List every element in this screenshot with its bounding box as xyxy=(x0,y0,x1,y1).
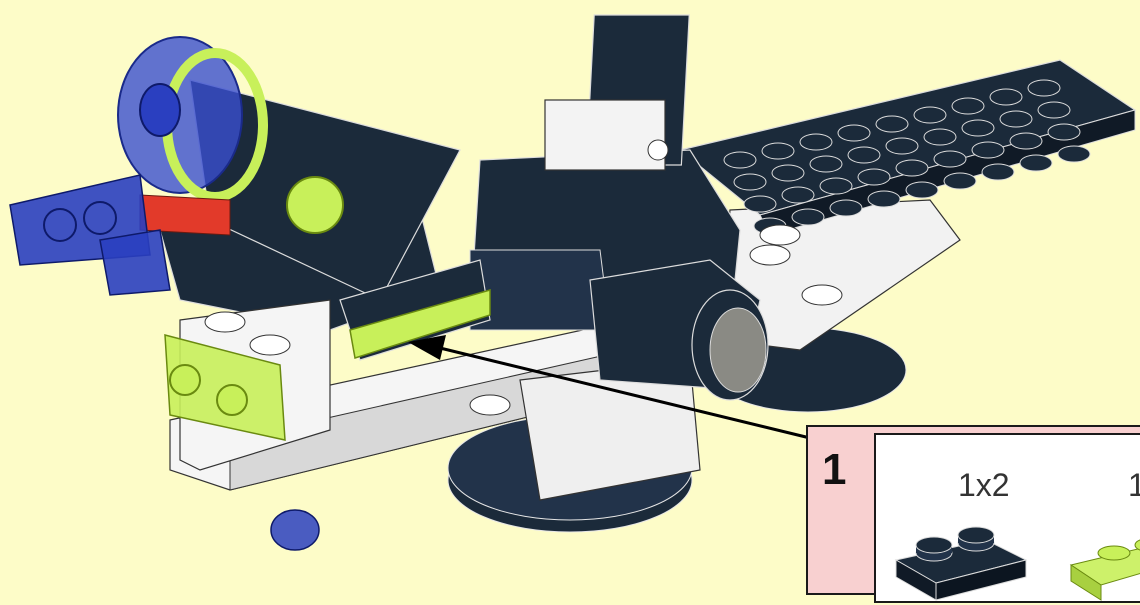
stud xyxy=(820,178,852,194)
stud xyxy=(944,173,976,189)
instruction-page: 1 1x2 1 xyxy=(0,0,1140,587)
stud xyxy=(838,125,870,141)
stud xyxy=(990,89,1022,105)
stud xyxy=(1028,80,1060,96)
stud xyxy=(1048,124,1080,140)
stud xyxy=(810,156,842,172)
stud xyxy=(934,151,966,167)
stud xyxy=(1020,155,1052,171)
step-number: 1 xyxy=(822,445,846,495)
stud xyxy=(1000,111,1032,127)
stud xyxy=(972,142,1004,158)
stud xyxy=(876,116,908,132)
stud xyxy=(1058,146,1090,162)
lime-brick-stack xyxy=(165,300,330,550)
stud xyxy=(724,152,756,168)
stud xyxy=(782,187,814,203)
step-panel: 1 1x2 1 xyxy=(806,425,1140,595)
dark-plate-1x2-icon xyxy=(896,527,1026,600)
stud xyxy=(830,200,862,216)
stud xyxy=(868,191,900,207)
stud xyxy=(800,134,832,150)
stud xyxy=(982,164,1014,180)
stud xyxy=(924,129,956,145)
stud xyxy=(858,169,890,185)
parts-icons xyxy=(876,435,1140,605)
stud xyxy=(886,138,918,154)
stud xyxy=(1038,102,1070,118)
stud xyxy=(848,147,880,163)
stud xyxy=(962,120,994,136)
stud xyxy=(952,98,984,114)
stud xyxy=(906,182,938,198)
parts-list: 1x2 1 xyxy=(874,433,1140,603)
stud xyxy=(734,174,766,190)
stud xyxy=(792,209,824,225)
stud xyxy=(896,160,928,176)
stud xyxy=(772,165,804,181)
stud xyxy=(1010,133,1042,149)
stud xyxy=(762,143,794,159)
stud xyxy=(744,196,776,212)
stud xyxy=(914,107,946,123)
lime-plate-1x2-icon xyxy=(1071,538,1140,600)
